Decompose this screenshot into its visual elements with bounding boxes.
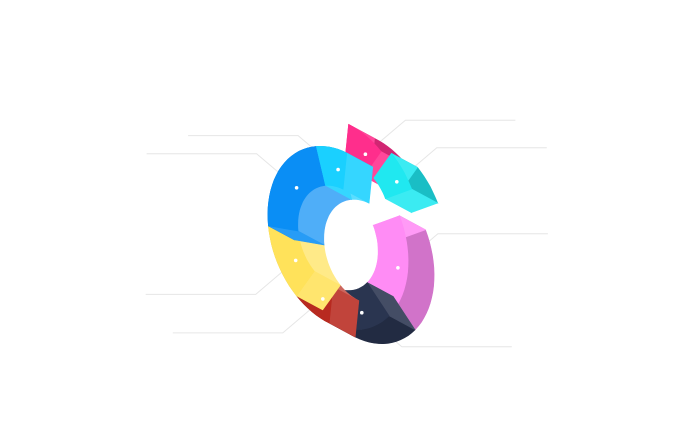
donut-slices: [267, 123, 439, 345]
leader-dot-5: [321, 297, 325, 301]
leader-dot-6: [293, 258, 298, 263]
slice-2-face: [373, 152, 413, 199]
leader-line-6: [145, 260, 297, 295]
leader-dot-7: [294, 186, 299, 190]
leader-line-5: [172, 298, 324, 334]
leader-dot-4: [360, 310, 364, 315]
slice-2: [373, 152, 439, 214]
leader-dot-3: [396, 266, 400, 270]
leader-dot-2: [395, 180, 399, 184]
leader-dot-8: [336, 167, 340, 172]
leader-dot-1: [363, 152, 368, 156]
slice-8: [315, 145, 374, 204]
slice-8-face: [316, 145, 348, 190]
slice-3: [366, 215, 435, 331]
